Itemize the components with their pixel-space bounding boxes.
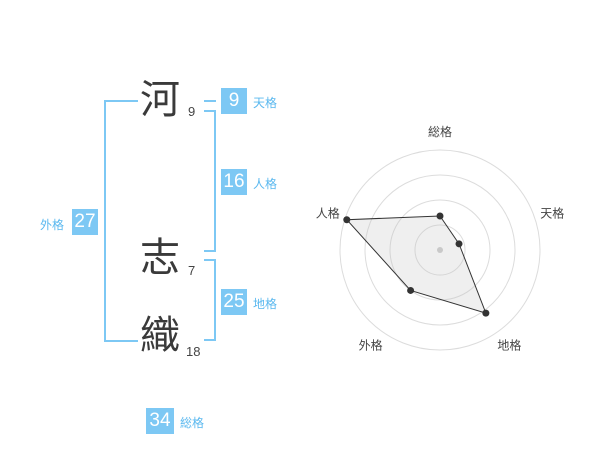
tenkaku-connector [204,100,216,102]
radar-axis-label: 地格 [497,337,521,352]
radar-axis-label: 総格 [428,124,452,139]
chikaku-bracket [204,259,216,341]
soukaku-label: 総格 [180,416,205,430]
radar-point-2 [455,240,463,248]
radar-point-3 [482,309,490,317]
jinkaku-bracket [204,110,216,252]
stroke-count-2: 7 [188,263,196,278]
gaikaku-bracket [104,100,138,342]
name-char-1: 河 [140,77,180,123]
radar-ring [364,174,516,326]
gaikaku-label: 外格 [40,218,65,232]
radar-axis-label: 天格 [540,206,564,221]
radar-series-area [345,215,487,314]
jinkaku-label: 人格 [253,177,278,191]
jinkaku-value: 16 [221,169,247,195]
radar-axis-label: 人格 [316,206,340,221]
radar-ring [389,199,491,301]
name-char-2: 志 [140,235,180,281]
radar-center [437,247,443,253]
radar-point-1 [436,212,444,220]
soukaku-value: 34 [146,408,174,434]
stroke-count-3: 18 [186,344,201,359]
tenkaku-value: 9 [221,88,247,114]
chikaku-value: 25 [221,289,247,315]
gaikaku-value: 27 [72,209,98,235]
stroke-count-1: 9 [188,104,196,119]
radar-ring [339,149,541,351]
name-char-3: 織 [140,313,180,359]
radar-ring [414,224,466,276]
tenkaku-label: 天格 [253,96,278,110]
radar-point-5 [343,216,351,224]
radar-point-4 [407,286,415,294]
radar-axis-label: 外格 [359,337,383,352]
chikaku-label: 地格 [253,297,278,311]
